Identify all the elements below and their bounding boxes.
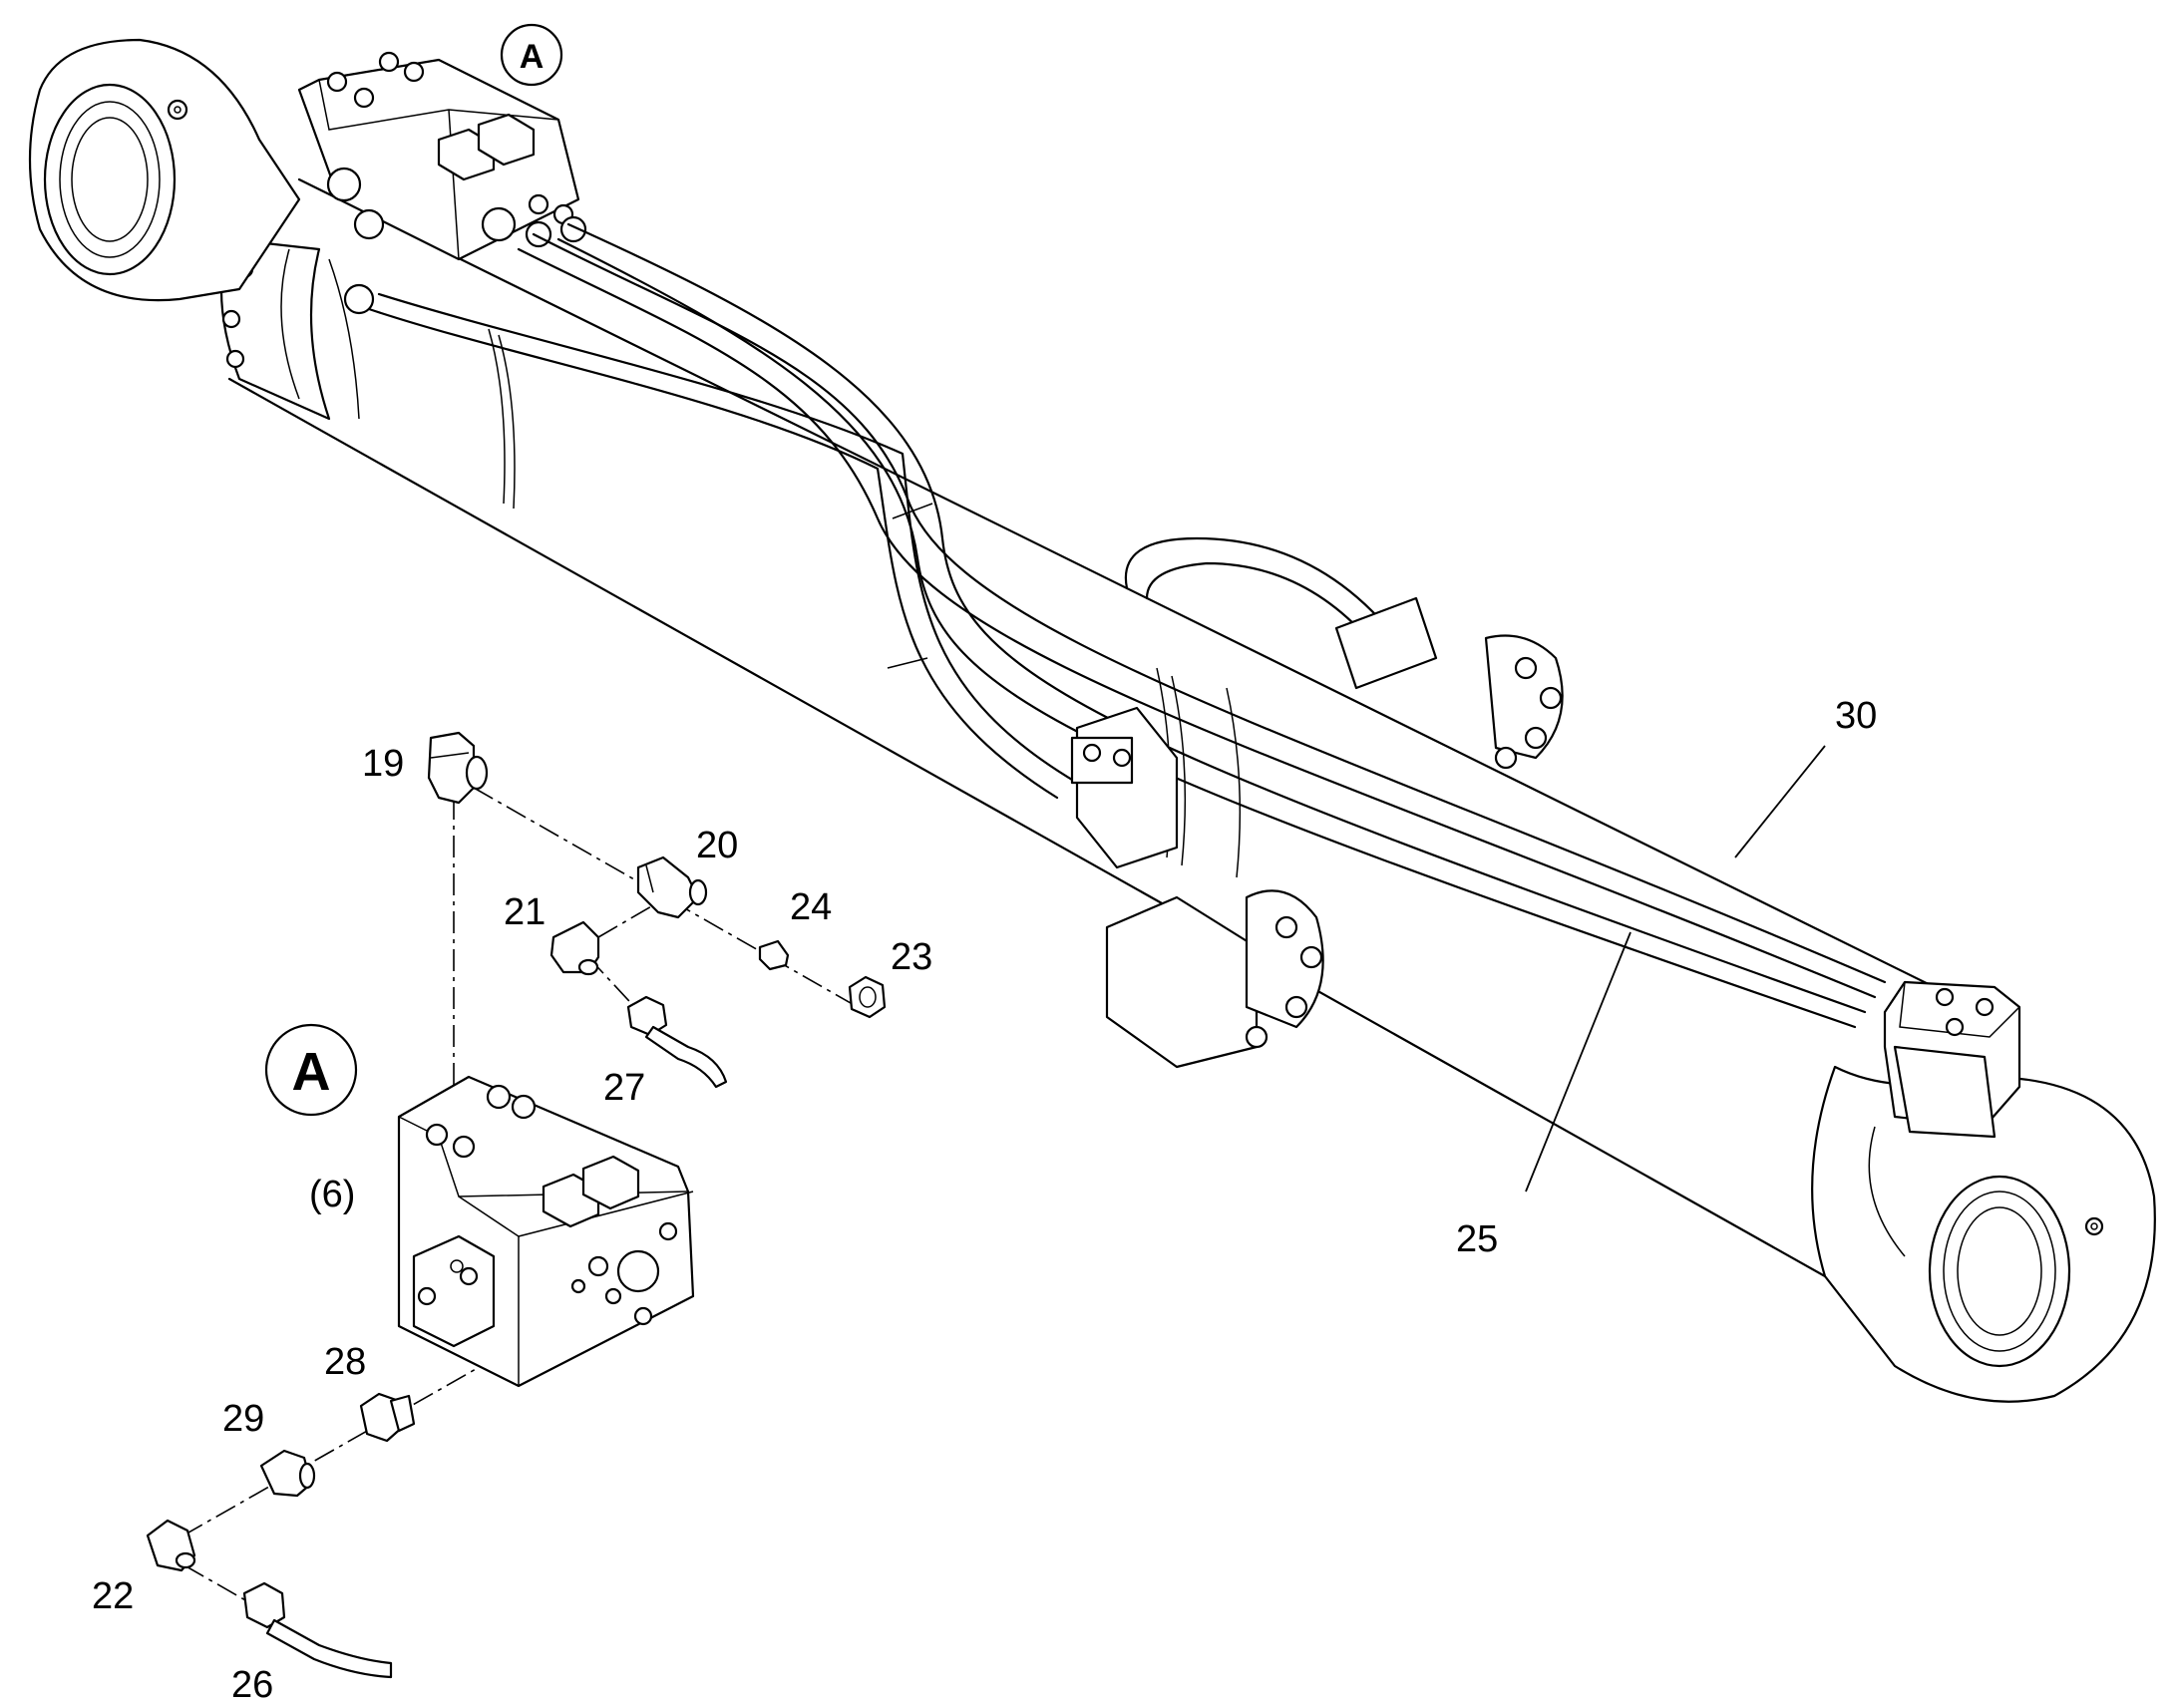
view-marker-a-detail: A [264,1023,358,1117]
part-24-plug [758,939,790,971]
part-23-cap-nut [848,975,887,1019]
centerline-block-to-22 [174,1355,500,1541]
part-21-elbow-fitting [549,920,600,976]
part-27-hose-end [626,995,728,1089]
part-28-adapter [359,1392,416,1443]
part-26-hose-end [242,1581,393,1679]
part-22-elbow [146,1519,196,1572]
part-29-elbow [259,1449,316,1498]
callout-28: 28 [324,1341,366,1383]
hydraulic-cylinder-assembly [28,38,2156,1403]
leader-30 [1734,745,1826,858]
part-20-tee-fitting [636,855,708,919]
callout-29: 29 [222,1398,264,1440]
centerline-22-to-26 [183,1564,255,1606]
callout-25: 25 [1456,1218,1498,1260]
callout-block-ref-6: (6) [309,1174,355,1215]
hose-clamps [1070,596,1564,1069]
callout-21: 21 [504,891,545,933]
centerline-20-to-21 [597,901,659,938]
callout-20: 20 [696,825,738,866]
callout-26: 26 [231,1664,273,1706]
valve-block-mounted [297,51,587,315]
rod-eye-bottom [1811,980,2156,1403]
exploded-detail-view: A A [146,23,1826,1679]
hydraulic-hoses [367,222,1887,1029]
callout-30: 30 [1835,695,1877,737]
valve-block-detail-6 [397,1075,695,1388]
callout-24: 24 [790,886,832,928]
callout-22: 22 [92,1575,134,1617]
callout-19: 19 [362,743,404,785]
callout-23: 23 [891,936,932,978]
view-marker-a-detail-label: A [292,1042,331,1102]
callout-27: 27 [603,1067,645,1109]
rod-eye-top [28,38,301,302]
leader-25 [1525,931,1632,1193]
view-marker-a-top: A [500,23,563,87]
view-marker-a-top-label: A [520,38,545,76]
part-19-elbow-fitting [427,731,489,805]
